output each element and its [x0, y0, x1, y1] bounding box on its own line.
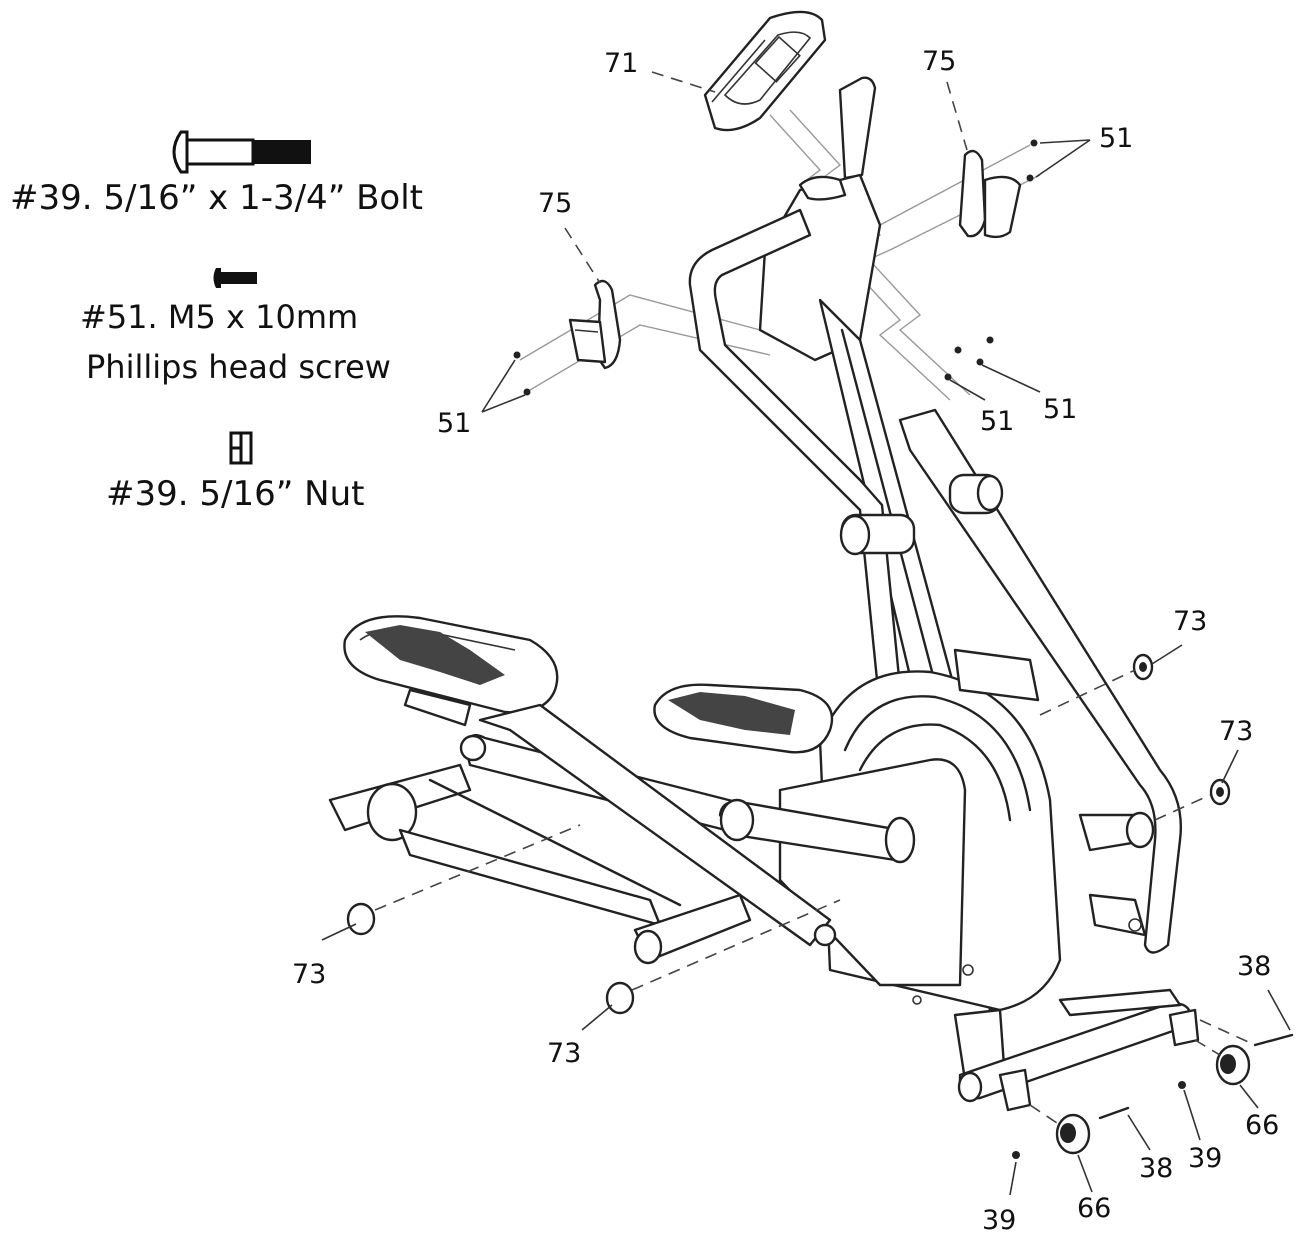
callout-71: 71: [604, 48, 638, 79]
screw-51-marks: [513, 139, 1038, 396]
screw-51-icon: [213, 268, 257, 288]
callout-73-right-a: 73: [1173, 606, 1207, 637]
flywheel-housing: [778, 648, 1062, 1012]
callout-73-right-b: 73: [1219, 716, 1253, 747]
callout-51-left: 51: [437, 408, 471, 439]
callout-66-right: 66: [1245, 1110, 1279, 1141]
callout-38-bottom: 38: [1139, 1153, 1173, 1184]
pivot-collars: [839, 473, 1004, 556]
screw-51-label-line2: Phillips head screw: [86, 348, 391, 386]
bolt-39-label: #39. 5/16” x 1-3/4” Bolt: [10, 178, 424, 218]
screw-51-label-line1: #51. M5 x 10mm: [80, 298, 359, 336]
callout-51-mid-a: 51: [980, 406, 1014, 437]
callout-38-right: 38: [1237, 951, 1271, 982]
pedal-right: [653, 683, 834, 754]
rear-stabilizer: [953, 988, 1200, 1112]
moving-handle-right: [898, 408, 1182, 954]
console-part-71: [703, 10, 827, 132]
callout-51-top-right: 51: [1099, 123, 1133, 154]
callout-75-left: 75: [538, 188, 572, 219]
callout-75-top: 75: [922, 46, 956, 77]
callout-39-right: 39: [1188, 1143, 1222, 1174]
bolt-39-icon: [172, 130, 311, 174]
nut-39-label: #39. 5/16” Nut: [106, 474, 365, 514]
nut-39-icon: [229, 431, 253, 465]
bolt-38-nut-39-parts: [1012, 1033, 1294, 1159]
callout-51-mid-b: 51: [1043, 394, 1077, 425]
callout-66-bottom: 66: [1077, 1193, 1111, 1224]
handle-left-part-75: [568, 279, 622, 370]
pedal-arms: [328, 703, 1155, 965]
end-cap-73-parts: [346, 653, 1231, 1015]
wheel-66-parts: [1055, 1044, 1251, 1155]
callout-73-bottom: 73: [547, 1038, 581, 1069]
pedal-left: [343, 615, 559, 727]
callout-39-bottom: 39: [982, 1205, 1016, 1236]
handle-right-part-75: [958, 149, 1022, 239]
callout-73-left: 73: [292, 959, 326, 990]
